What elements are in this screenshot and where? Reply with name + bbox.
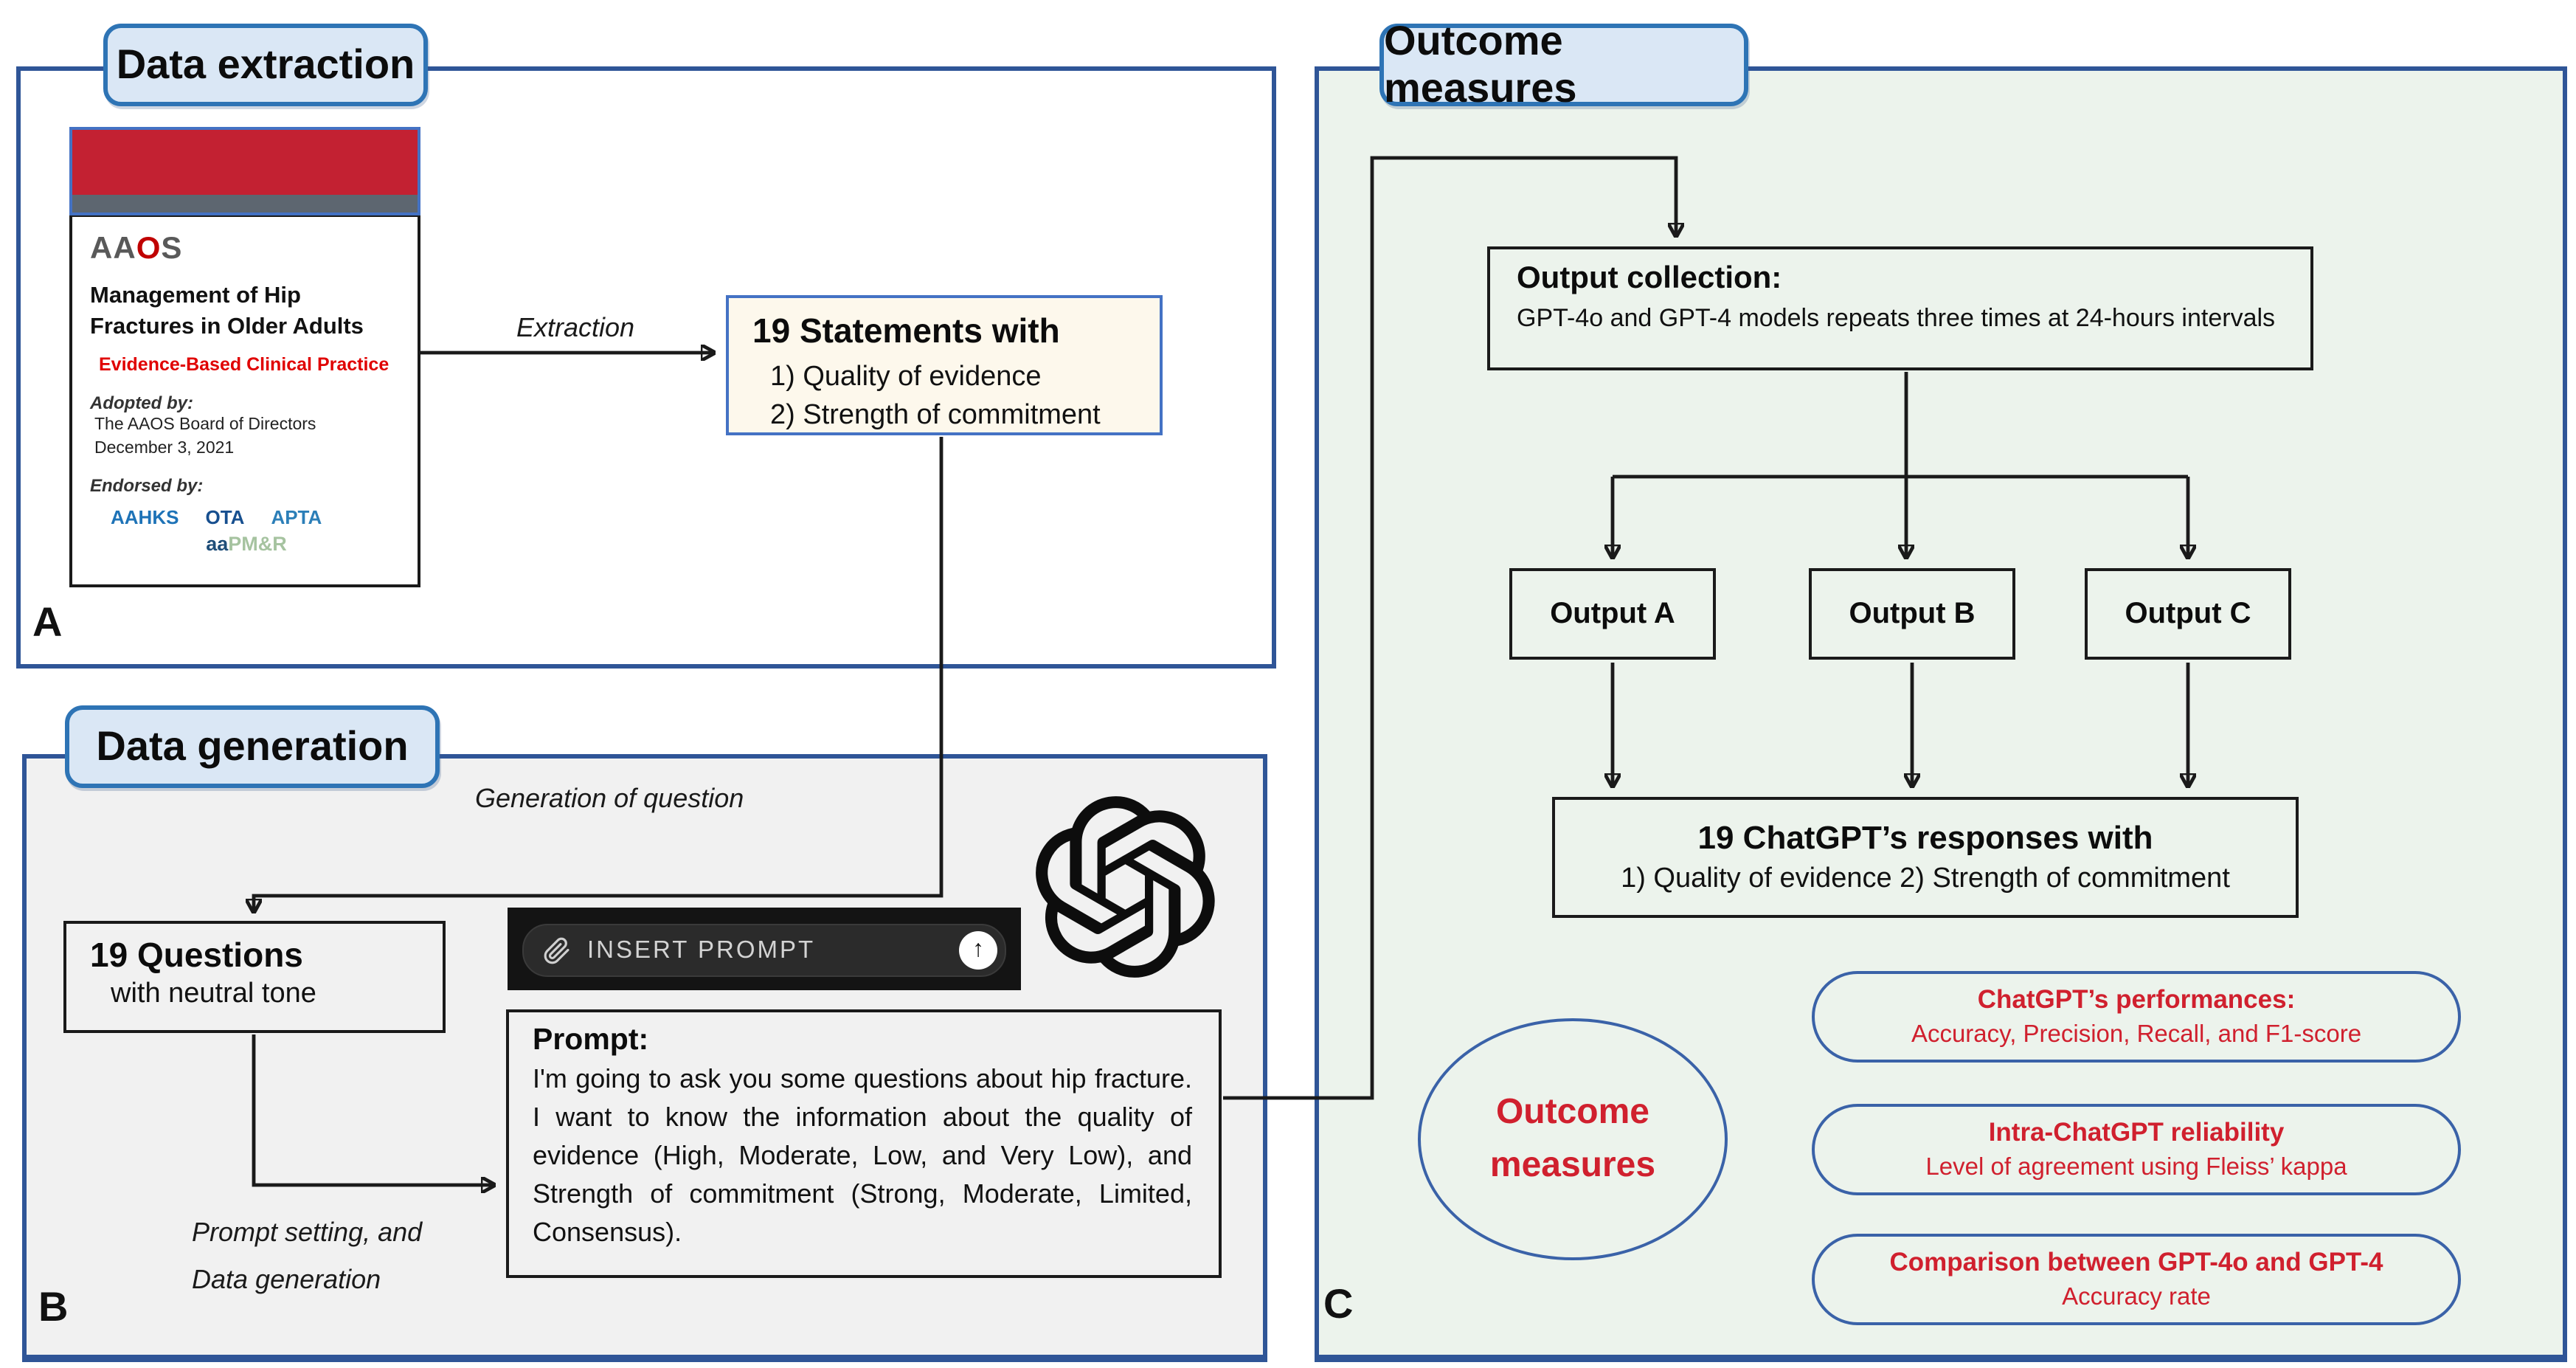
panel-letter-b: B bbox=[38, 1284, 69, 1330]
endorser-list: AAHKS OTA APTA bbox=[111, 506, 403, 528]
paperclip-icon[interactable] bbox=[543, 936, 571, 964]
measure-oval-performances: ChatGPT’s performances: Accuracy, Precis… bbox=[1812, 971, 2461, 1063]
questions-subtitle: with neutral tone bbox=[111, 978, 316, 1009]
measure-oval-comparison: Comparison between GPT-4o and GPT-4 Accu… bbox=[1812, 1234, 2461, 1325]
aaos-logo: AAOS bbox=[90, 232, 183, 266]
document-subtitle: Evidence-Based Clinical Practice bbox=[99, 353, 389, 375]
responses-subtitle: 1) Quality of evidence 2) Strength of co… bbox=[1621, 863, 2230, 894]
prompt-title: Prompt: bbox=[533, 1023, 649, 1057]
banner-red-block bbox=[72, 130, 418, 195]
chat-input-bar: INSERT PROMPT ↑ bbox=[508, 908, 1021, 990]
banner-gray-stripe bbox=[72, 195, 418, 213]
prompt-setting-arrow-label: Prompt setting, and Data generation bbox=[192, 1217, 423, 1293]
section-label-data-generation: Data generation bbox=[65, 705, 440, 788]
output-c-box: Output C bbox=[2085, 568, 2291, 660]
statements-title: 19 Statements with bbox=[752, 311, 1060, 350]
adopted-by-label: Adopted by: bbox=[90, 392, 193, 413]
prompt-box: Prompt: I'm going to ask you some questi… bbox=[506, 1009, 1222, 1278]
adopted-date: December 3, 2021 bbox=[94, 439, 235, 457]
guideline-document: AAOS Management of Hip Fractures in Olde… bbox=[69, 215, 420, 587]
guideline-cover-banner bbox=[69, 127, 420, 215]
section-label-data-extraction: Data extraction bbox=[103, 24, 428, 106]
measure-oval-reliability: Intra-ChatGPT reliability Level of agree… bbox=[1812, 1104, 2461, 1195]
statements-item-2: 2) Strength of commitment bbox=[770, 399, 1101, 431]
panel-letter-c: C bbox=[1323, 1281, 1354, 1327]
send-button[interactable]: ↑ bbox=[959, 931, 997, 970]
prompt-body: I'm going to ask you some questions abou… bbox=[533, 1064, 1192, 1247]
panel-letter-a: A bbox=[32, 599, 63, 645]
responses-box: 19 ChatGPT’s responses with 1) Quality o… bbox=[1552, 797, 2299, 918]
endorsed-by-label: Endorsed by: bbox=[90, 474, 204, 496]
extraction-arrow-label: Extraction bbox=[516, 313, 635, 342]
endorser-ota: OTA bbox=[205, 505, 245, 528]
generation-arrow-label: Generation of question bbox=[475, 784, 744, 813]
questions-box: 19 Questions with neutral tone bbox=[63, 921, 446, 1033]
endorser-aahks: AAHKS bbox=[111, 505, 179, 528]
adopted-by-value: The AAOS Board of Directors bbox=[94, 415, 316, 434]
output-collection-box: Output collection: GPT-4o and GPT-4 mode… bbox=[1487, 246, 2313, 370]
output-collection-title: Output collection: bbox=[1517, 261, 1782, 295]
send-arrow-icon: ↑ bbox=[972, 937, 984, 962]
section-label-outcome-measures: Outcome measures bbox=[1379, 18, 1748, 111]
output-b-box: Output B bbox=[1809, 568, 2015, 660]
document-title: Management of Hip Fractures in Older Adu… bbox=[90, 283, 364, 340]
prompt-input[interactable]: INSERT PROMPT ↑ bbox=[522, 924, 1006, 977]
endorser-apta: APTA bbox=[271, 505, 322, 528]
outcome-measures-circle: Outcome measures bbox=[1418, 1018, 1728, 1260]
statements-item-1: 1) Quality of evidence bbox=[770, 362, 1042, 393]
statements-box: 19 Statements with 1) Quality of evidenc… bbox=[726, 295, 1163, 435]
prompt-input-placeholder: INSERT PROMPT bbox=[587, 936, 816, 963]
output-collection-subtitle: GPT-4o and GPT-4 models repeats three ti… bbox=[1517, 304, 2276, 332]
responses-title: 19 ChatGPT’s responses with bbox=[1697, 819, 2153, 856]
questions-title: 19 Questions bbox=[90, 936, 303, 974]
output-a-box: Output A bbox=[1509, 568, 1716, 660]
openai-logo-icon bbox=[1036, 796, 1215, 978]
endorser-aapmr: aaPM&R bbox=[206, 532, 287, 555]
